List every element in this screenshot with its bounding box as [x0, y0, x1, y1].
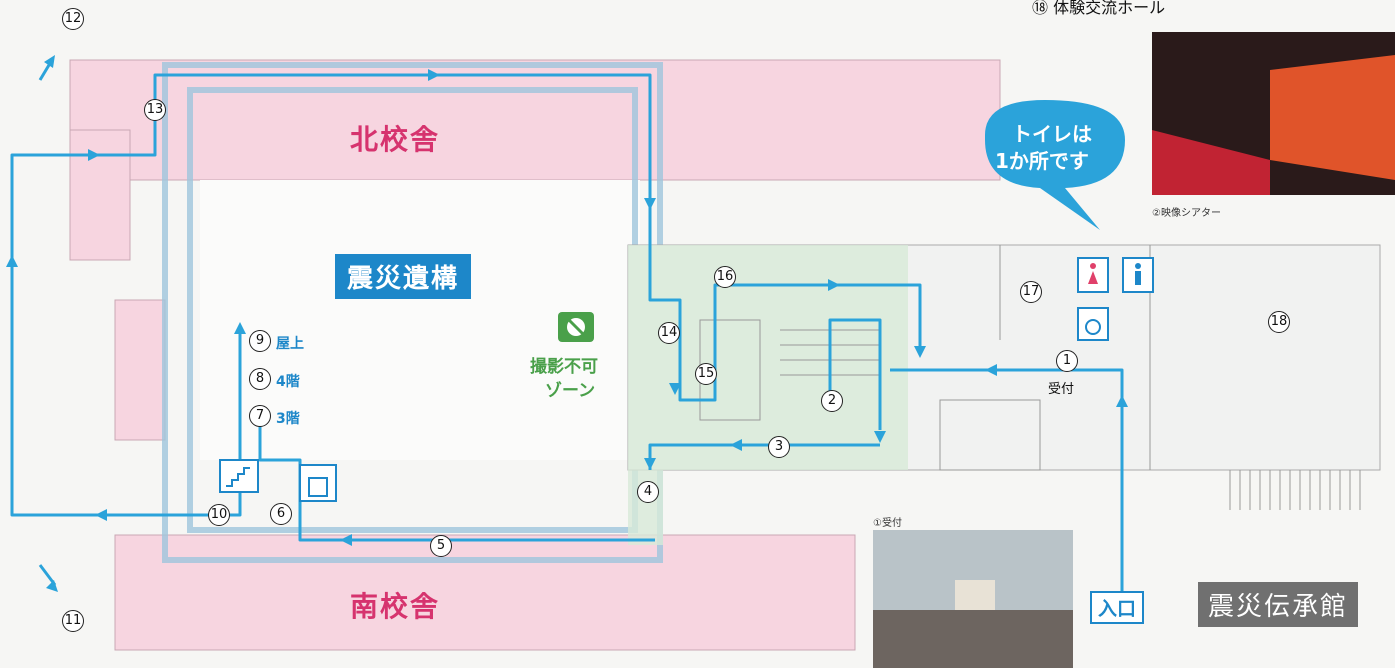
- wheelchair-icon: [1077, 307, 1109, 341]
- marker-4: 4: [637, 481, 659, 503]
- north-building-block: [69, 59, 1001, 181]
- toilet-bubble: [985, 100, 1125, 230]
- no-photo-zone: [628, 245, 908, 470]
- theater-caption: ②映像シアター: [1152, 208, 1221, 219]
- marker-2: 2: [821, 390, 843, 412]
- toilet-note-2: 1か所です: [995, 149, 1089, 173]
- no-photo-label-2: ゾーン: [545, 381, 596, 401]
- marker-16: 16: [714, 266, 736, 288]
- north-building-label: 北校舎: [350, 123, 441, 156]
- marker-13: 13: [144, 99, 166, 121]
- hall-caption: ⑱ 体験交流ホール: [1032, 0, 1166, 17]
- entrance-label: 入口: [1090, 591, 1145, 624]
- reception-label: 受付: [1048, 382, 1075, 397]
- stairs-icon: [219, 459, 259, 493]
- theater-photo: [1152, 32, 1395, 195]
- ruins-label: 震災遺構: [335, 254, 472, 299]
- marker-11: 11: [62, 610, 84, 632]
- marker-18: 18: [1268, 311, 1290, 333]
- toilet-note: トイレは: [1012, 122, 1092, 146]
- floor4-label: 4階: [276, 374, 300, 390]
- rooftop-label: 屋上: [276, 336, 304, 352]
- marker-9: 9: [249, 330, 271, 352]
- marker-1: 1: [1056, 350, 1078, 372]
- female-toilet-icon: [1077, 257, 1109, 293]
- reception-caption: ①受付: [873, 518, 902, 529]
- male-toilet-icon: [1122, 257, 1154, 293]
- marker-6: 6: [270, 503, 292, 525]
- marker-17: 17: [1020, 281, 1042, 303]
- no-photo-label: 撮影不可: [530, 357, 598, 377]
- route-arrow: [1116, 395, 1128, 407]
- marker-8: 8: [249, 368, 271, 390]
- marker-10: 10: [208, 504, 230, 526]
- marker-14: 14: [658, 322, 680, 344]
- marker-12: 12: [62, 8, 84, 30]
- reception-photo: [873, 530, 1073, 668]
- marker-3: 3: [768, 436, 790, 458]
- south-building-label: 南校舎: [350, 590, 441, 623]
- no-photo-icon: [558, 312, 594, 342]
- south-building-block: [114, 534, 856, 651]
- museum-label: 震災伝承館: [1198, 582, 1359, 627]
- marker-15: 15: [695, 363, 717, 385]
- west-wing-lower: [114, 299, 166, 441]
- marker-5: 5: [430, 535, 452, 557]
- elevator-icon: [299, 464, 337, 502]
- visitor-route: [10, 59, 1124, 595]
- west-wing-upper: [69, 129, 131, 261]
- marker-7: 7: [249, 405, 271, 427]
- floor3-label: 3階: [276, 411, 300, 427]
